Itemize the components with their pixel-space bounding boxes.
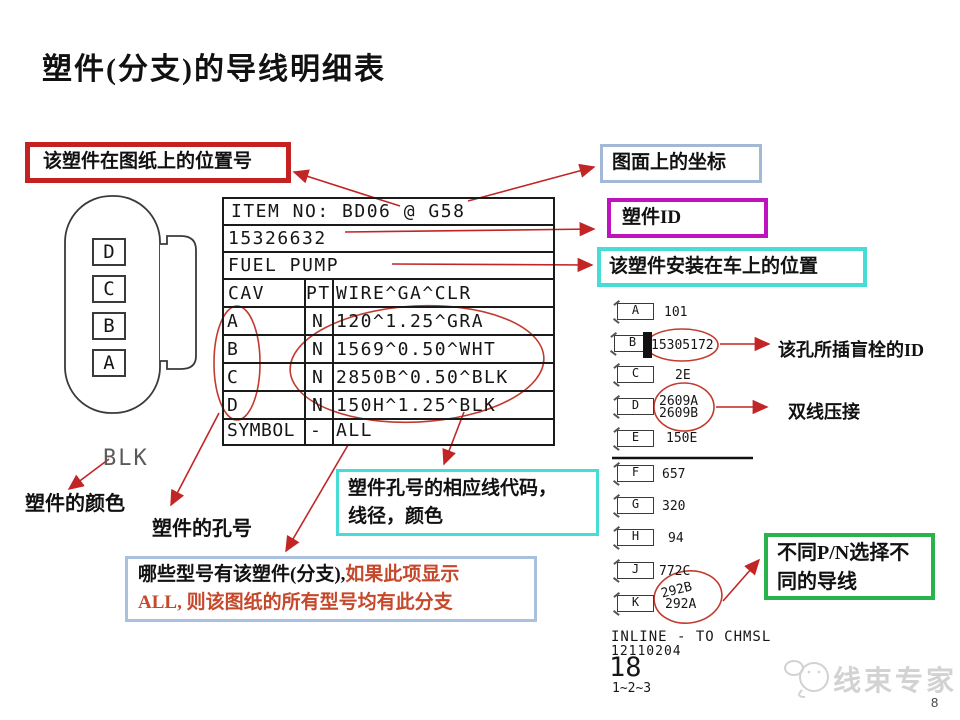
pin-value: 772C — [659, 564, 691, 579]
table-row-cav: A — [227, 311, 240, 332]
table-line — [224, 224, 553, 226]
table-part-name: FUEL PUMP — [228, 255, 340, 276]
callout-models-note: 哪些型号有该塑件(分支),如果此项显示 ALL, 则该图纸的所有型号均有此分支 — [125, 556, 537, 622]
pin-list-item-k: K — [617, 595, 654, 612]
callout-position-number: 该塑件在图纸上的位置号 — [25, 142, 291, 183]
table-row-cav: D — [227, 395, 240, 416]
table-row-pt: N — [312, 339, 325, 360]
label-double-crimp: 双线压接 — [788, 402, 860, 422]
callout-wire-code: 塑件孔号的相应线代码， 线径，颜色 — [336, 469, 599, 536]
inline-part-number: 12110204 — [611, 644, 682, 659]
connector-outline — [64, 195, 197, 414]
sheet-number: 18 — [609, 652, 642, 683]
table-row-wire: 120^1.25^GRA — [336, 311, 485, 332]
table-row-wire: 1569^0.50^WHT — [336, 339, 497, 360]
table-row-cav: C — [227, 367, 240, 388]
connector-color-code: BLK — [103, 446, 149, 471]
pin-value: 150E — [666, 431, 698, 446]
table-symbol-value: ALL — [336, 420, 374, 441]
callout-wire-code-line2: 线径，颜色 — [348, 506, 444, 527]
callout-models-red2: ALL, 则该图纸的所有型号均有此分支 — [138, 592, 453, 613]
connector-pin-a: A — [92, 349, 126, 377]
table-part-number: 15326632 — [228, 228, 327, 249]
page-number: 8 — [931, 695, 939, 710]
pin-list-item-j: J — [617, 562, 654, 579]
callout-part-id: 塑件ID — [607, 198, 768, 238]
watermark-text: 线束专家 — [833, 664, 957, 697]
callout-mount-position-text: 该塑件安装在车上的位置 — [609, 256, 819, 277]
label-hole-number: 塑件的孔号 — [152, 518, 252, 540]
connector-pin-c: C — [92, 275, 126, 303]
page-title: 塑件(分支)的导线明细表 — [42, 53, 386, 86]
pin-list-item-e: E — [617, 430, 654, 447]
table-header-pt: PT — [306, 283, 331, 304]
annotation-arrows — [67, 163, 771, 602]
table-line — [224, 418, 553, 420]
callout-drawing-coords-text: 图面上的坐标 — [612, 152, 727, 173]
pin-list-item-h: H — [617, 529, 654, 546]
pin-value: 15305172 — [651, 338, 714, 353]
pin-list-item-f: F — [617, 465, 654, 482]
table-line — [224, 251, 553, 253]
pin-value: 101 — [664, 305, 688, 320]
callout-wire-code-line1: 塑件孔号的相应线代码， — [348, 478, 558, 499]
table-line — [304, 278, 306, 444]
table-item-no: ITEM NO: BD06 @ G58 — [231, 201, 466, 222]
pin-value: 320 — [662, 499, 686, 514]
table-row-cav: B — [227, 339, 240, 360]
table-row-pt: N — [312, 395, 325, 416]
pin-list-item-g: G — [617, 497, 654, 514]
label-blind-plug-id: 该孔所插盲栓的ID — [778, 340, 925, 360]
inline-destination: INLINE - TO CHMSL — [611, 629, 772, 645]
table-line — [224, 334, 553, 336]
callout-pn-line2: 同的导线 — [777, 571, 857, 593]
wire-detail-table: ITEM NO: BD06 @ G58 15326632 FUEL PUMP C… — [222, 197, 555, 446]
table-row-wire: 2850B^0.50^BLK — [336, 367, 509, 388]
callout-models-red1: 如果此项显示 — [345, 564, 460, 585]
pin-value: 657 — [662, 467, 686, 482]
table-line — [224, 306, 553, 308]
table-row-wire: 150H^1.25^BLK — [336, 395, 497, 416]
table-row-pt: N — [312, 311, 325, 332]
connector-pin-b: B — [92, 312, 126, 340]
pin-value-2: 2609B — [659, 406, 699, 421]
callout-position-number-text: 该塑件在图纸上的位置号 — [43, 151, 253, 172]
table-line — [332, 278, 334, 444]
callout-part-id-text: 塑件ID — [622, 207, 682, 228]
chick-icon — [784, 660, 829, 698]
pin-value: 2609A — [659, 394, 699, 409]
table-symbol-label: SYMBOL — [227, 420, 296, 441]
pin-list-item-c: C — [617, 366, 654, 383]
callout-models-black: 哪些型号有该塑件(分支), — [138, 564, 346, 585]
sheet-range: 1~2~3 — [612, 681, 652, 696]
table-symbol-pt: - — [310, 420, 323, 441]
connector-pin-d: D — [92, 238, 126, 266]
table-line — [224, 390, 553, 392]
table-line — [224, 362, 553, 364]
pin-value: 94 — [668, 531, 684, 546]
table-line — [224, 278, 553, 280]
pin-value: 292A — [665, 597, 697, 612]
pin-list-item-d: D — [617, 398, 654, 415]
table-header-cav: CAV — [228, 283, 266, 304]
label-part-color: 塑件的颜色 — [25, 493, 125, 515]
table-row-pt: N — [312, 367, 325, 388]
pin-list-item-a: A — [617, 303, 654, 320]
table-header-wire: WIRE^GA^CLR — [336, 283, 472, 304]
callout-mount-position: 该塑件安装在车上的位置 — [597, 247, 867, 287]
callout-pn-line1: 不同P/N选择不 — [777, 542, 910, 564]
callout-models-line1: 哪些型号有该塑件(分支),如果此项显示 — [138, 561, 534, 589]
callout-drawing-coords: 图面上的坐标 — [600, 144, 762, 183]
callout-pn-wire-choice: 不同P/N选择不 同的导线 — [764, 533, 935, 600]
blind-plug-mark — [643, 332, 652, 358]
pin-value: 2E — [675, 368, 691, 383]
